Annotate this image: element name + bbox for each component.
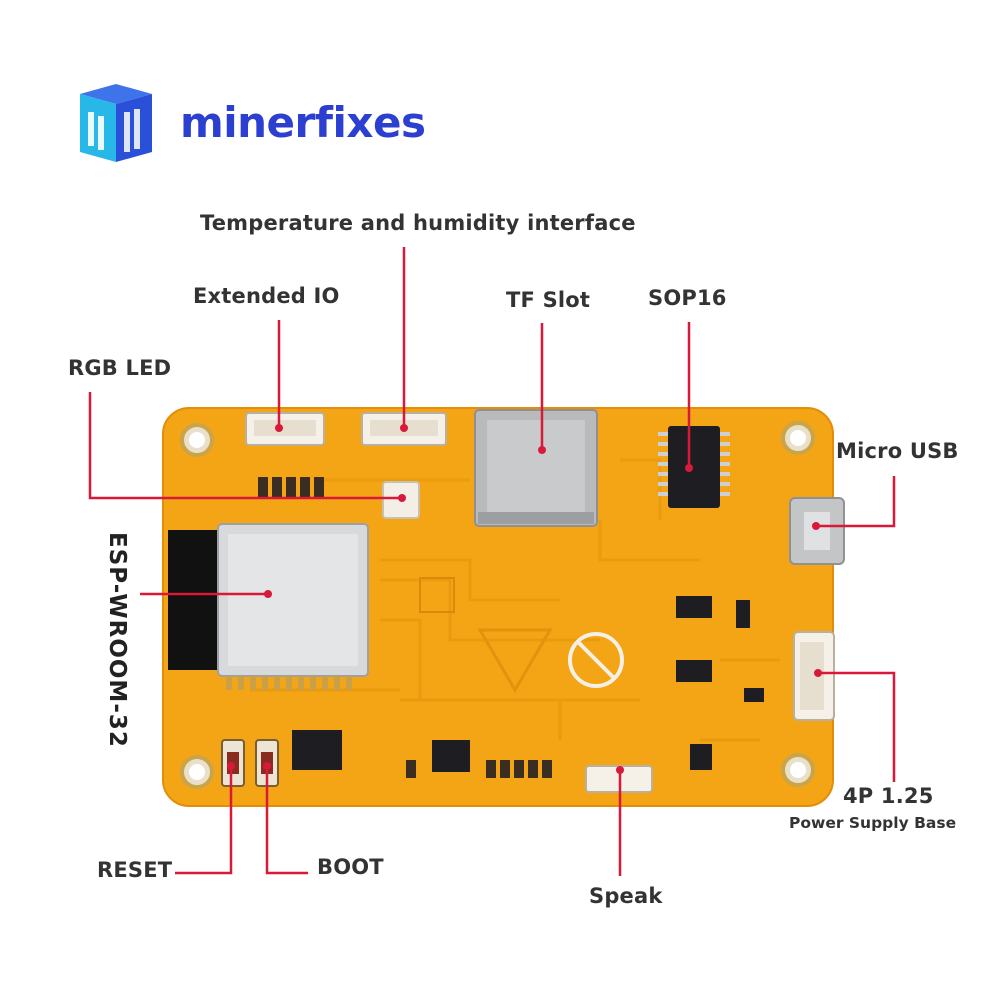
label-temp-humidity: Temperature and humidity interface bbox=[200, 211, 636, 235]
label-tf-slot: TF Slot bbox=[506, 288, 591, 312]
label-esp-module: ESP-WROOM-32 bbox=[104, 532, 130, 748]
label-reset: RESET bbox=[97, 858, 173, 882]
label-power-title: 4P 1.25 bbox=[843, 784, 934, 808]
mounting-holes bbox=[180, 421, 815, 789]
label-esp-module-wrap: ESP-WROOM-32 bbox=[92, 532, 132, 772]
label-speak: Speak bbox=[589, 884, 663, 908]
label-power-sub: Power Supply Base bbox=[789, 814, 957, 832]
label-extended-io: Extended IO bbox=[193, 284, 340, 308]
label-micro-usb: Micro USB bbox=[836, 439, 959, 463]
label-boot: BOOT bbox=[317, 855, 384, 879]
label-sop16: SOP16 bbox=[648, 286, 727, 310]
brand-logo-icon bbox=[80, 84, 152, 162]
label-rgb-led: RGB LED bbox=[68, 356, 172, 380]
brand-name: minerfixes bbox=[180, 98, 426, 147]
